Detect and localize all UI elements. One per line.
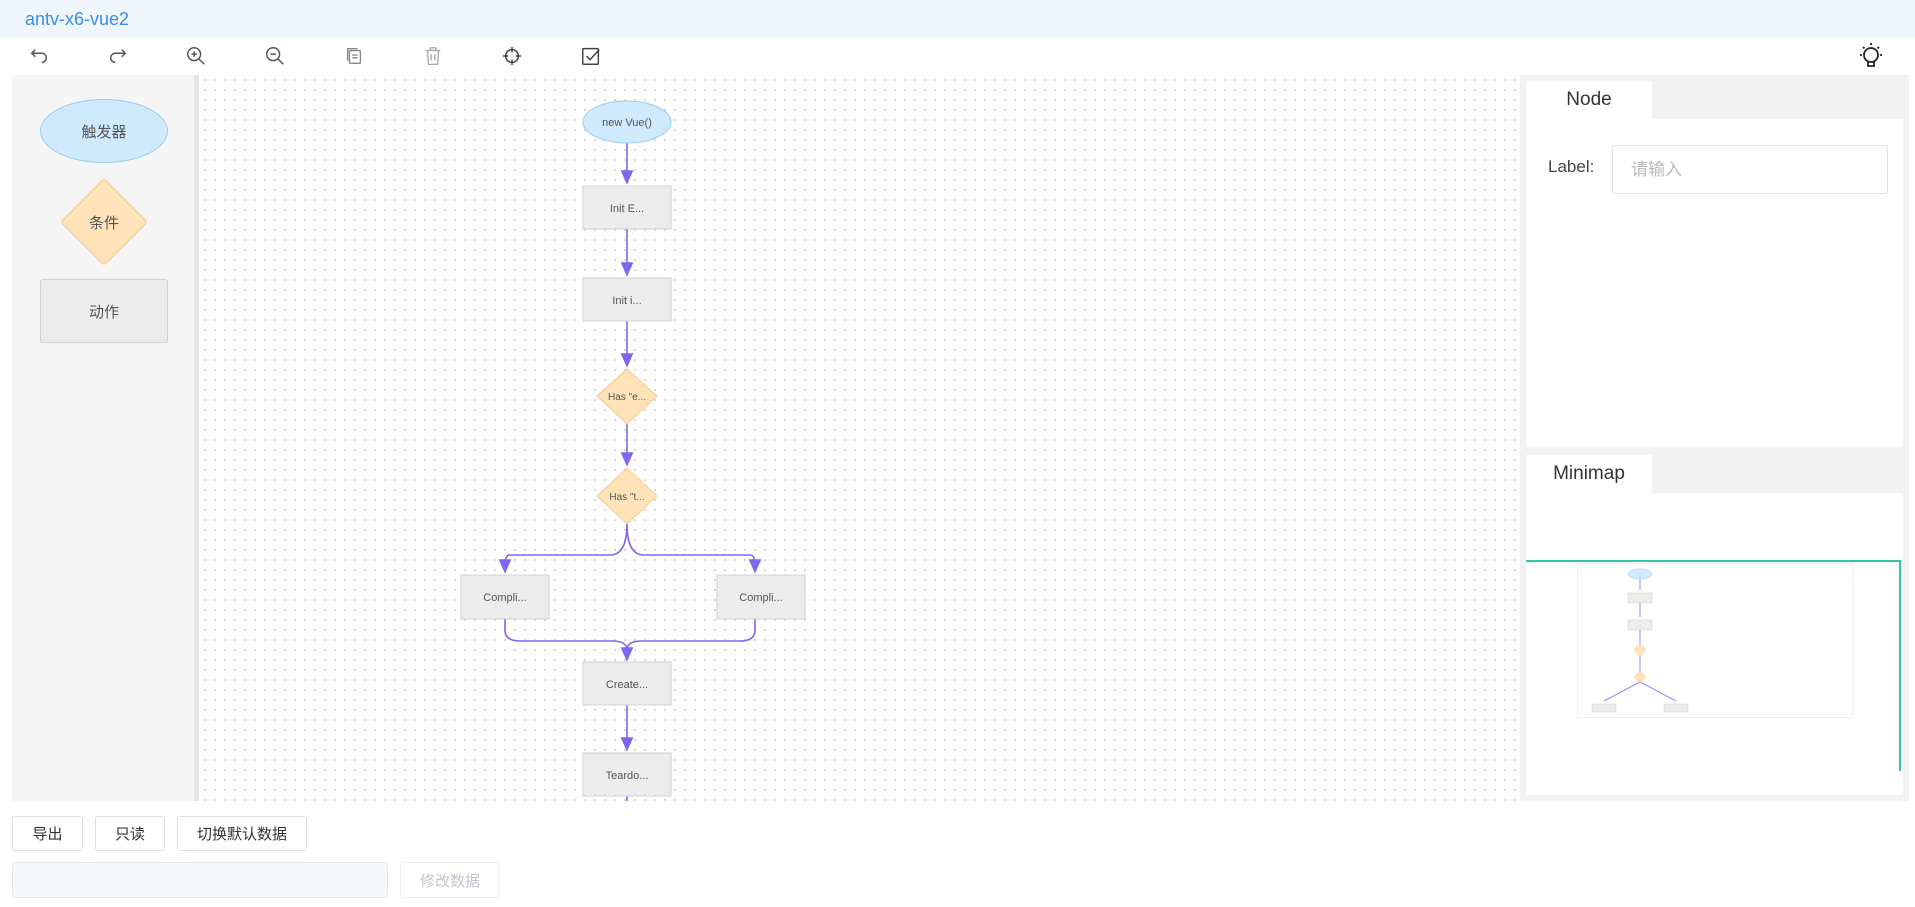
label-field-label: Label:: [1548, 157, 1595, 176]
node-label: Compli...: [739, 592, 782, 604]
node-process[interactable]: Compli...: [460, 574, 550, 620]
toolbar: [0, 38, 1915, 74]
delete-button[interactable]: [421, 44, 445, 68]
graph-canvas[interactable]: new Vue() Init E... Init i... Has "e... …: [200, 75, 1520, 801]
modify-data-button[interactable]: 修改数据: [400, 862, 500, 898]
stencil-condition-node[interactable]: 条件: [60, 178, 148, 266]
node-label: Init i...: [612, 295, 641, 307]
node-process[interactable]: Init i...: [582, 277, 672, 322]
node-process[interactable]: Compli...: [716, 574, 806, 620]
readonly-button[interactable]: 只读: [95, 816, 165, 851]
lightbulb-icon: [1860, 43, 1882, 67]
stencil-trigger-node[interactable]: 触发器: [40, 99, 168, 163]
edge[interactable]: [626, 523, 762, 574]
trash-icon: [425, 47, 441, 65]
node-condition[interactable]: Has "t...: [596, 467, 658, 525]
select-button[interactable]: [579, 44, 603, 68]
minimap-preview: [1591, 568, 1689, 713]
export-button[interactable]: 导出: [12, 816, 83, 851]
stencil-action-node[interactable]: 动作: [40, 279, 168, 343]
stencil-action-label: 动作: [88, 303, 119, 321]
label-input[interactable]: [1612, 145, 1888, 194]
node-label: Has "t...: [609, 492, 644, 503]
checkbox-icon: [582, 47, 600, 65]
edge[interactable]: [626, 619, 756, 660]
copy-button[interactable]: [342, 44, 366, 68]
node-label: Has "e...: [608, 392, 646, 403]
edge[interactable]: [504, 619, 634, 662]
tab-minimap[interactable]: Minimap: [1526, 455, 1652, 493]
node-label: Create...: [606, 679, 648, 691]
center-button[interactable]: [500, 44, 524, 68]
minimap-graph: [1577, 563, 1853, 718]
stencil-panel: 触发器 条件 动作: [12, 75, 199, 801]
edge[interactable]: [498, 523, 628, 574]
node-label: Teardo...: [606, 770, 649, 782]
node-label: Init E...: [610, 203, 644, 215]
undo-button[interactable]: [27, 44, 51, 68]
node-panel: Label:: [1526, 119, 1903, 447]
node-label: Compli...: [483, 592, 526, 604]
node-condition[interactable]: Has "e...: [596, 368, 658, 425]
crosshair-icon: [502, 46, 522, 66]
redo-button[interactable]: [106, 44, 130, 68]
tab-minimap-label: Minimap: [1553, 463, 1625, 484]
zoom-in-button[interactable]: [184, 44, 208, 68]
node-label: new Vue(): [602, 117, 652, 129]
app-title[interactable]: antv-x6-vue2: [25, 9, 130, 29]
redo-icon: [110, 49, 127, 64]
node-start[interactable]: new Vue(): [582, 100, 672, 144]
data-input[interactable]: [12, 862, 388, 898]
tab-node-label: Node: [1566, 89, 1612, 110]
minimap-viewport[interactable]: [1526, 560, 1901, 771]
toggle-default-data-button[interactable]: 切换默认数据: [177, 816, 307, 851]
stencil-condition-label: 条件: [88, 214, 119, 232]
undo-icon: [30, 49, 47, 64]
zoom-in-icon: [187, 47, 205, 65]
flowchart: new Vue() Init E... Init i... Has "e... …: [460, 100, 806, 801]
copy-icon: [346, 47, 362, 65]
tab-node[interactable]: Node: [1526, 81, 1652, 119]
node-process[interactable]: Init E...: [582, 185, 672, 230]
node-process[interactable]: Teardo...: [582, 752, 672, 797]
stencil-trigger-label: 触发器: [81, 123, 127, 141]
zoom-out-icon: [266, 47, 284, 65]
node-process[interactable]: Create...: [582, 661, 672, 706]
theme-toggle-button[interactable]: [1856, 41, 1886, 71]
app-header: antv-x6-vue2: [0, 0, 1915, 37]
zoom-out-button[interactable]: [263, 44, 287, 68]
